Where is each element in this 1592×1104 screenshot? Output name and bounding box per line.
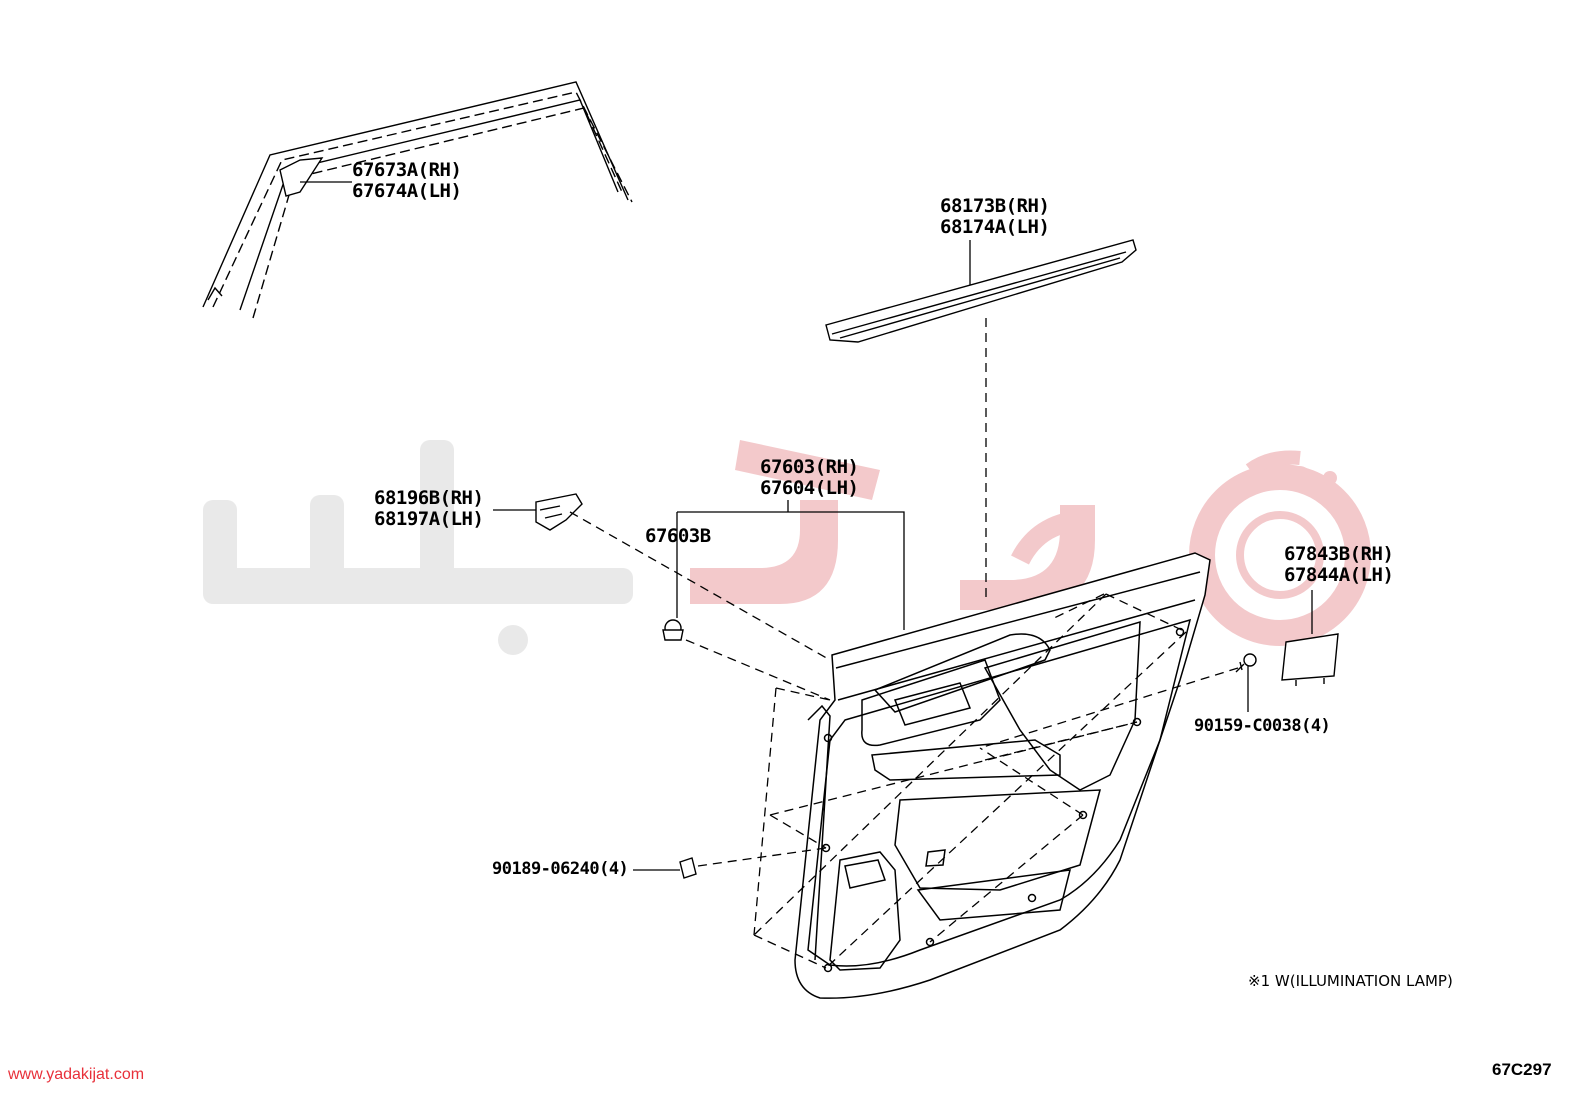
watermark-logo <box>203 440 1371 655</box>
diagram-code: 67C297 <box>1492 1060 1552 1079</box>
label-line: 68173B(RH) <box>940 195 1050 217</box>
door-trim-board <box>794 552 1211 999</box>
label-line: 67604(LH) <box>760 477 859 499</box>
label-weatherstrip: 68173B(RH) 68174A(LH) <box>940 195 1050 238</box>
label-trim-board: 67603(RH) 67604(LH) <box>760 456 859 499</box>
label-line: 68197A(LH) <box>374 508 484 530</box>
label-line: 67603(RH) <box>760 456 859 478</box>
label-trim-clip: 67603B <box>645 525 711 547</box>
label-line: 67843B(RH) <box>1284 543 1394 565</box>
label-line: 68174A(LH) <box>940 216 1050 238</box>
label-cover: 67843B(RH) 67844A(LH) <box>1284 543 1394 586</box>
label-line: 67674A(LH) <box>352 180 462 202</box>
gear-logo-icon <box>1189 450 1371 646</box>
label-screw: 90159-C0038(4) <box>1194 716 1331 736</box>
cover-part <box>1281 633 1339 686</box>
trim-clip-part <box>662 619 684 641</box>
label-nut: 90189-06240(4) <box>492 859 629 879</box>
assembly-lines <box>569 318 1239 969</box>
label-bracket: 68196B(RH) 68197A(LH) <box>374 487 484 530</box>
door-frame-molding <box>202 81 633 319</box>
label-line: 67673A(RH) <box>352 159 462 181</box>
label-line: 68196B(RH) <box>374 487 484 509</box>
footnote: ※1 W(ILLUMINATION LAMP) <box>1248 972 1453 990</box>
nut-part <box>679 857 697 879</box>
website-link[interactable]: www.yadakijat.com <box>8 1066 145 1083</box>
leader-lines <box>300 181 1313 871</box>
screw-part <box>1235 653 1257 673</box>
label-rear-molding: 67673A(RH) 67674A(LH) <box>352 159 462 202</box>
belt-weatherstrip <box>825 239 1137 343</box>
label-line: 67844A(LH) <box>1284 564 1394 586</box>
bracket-part <box>535 493 583 531</box>
